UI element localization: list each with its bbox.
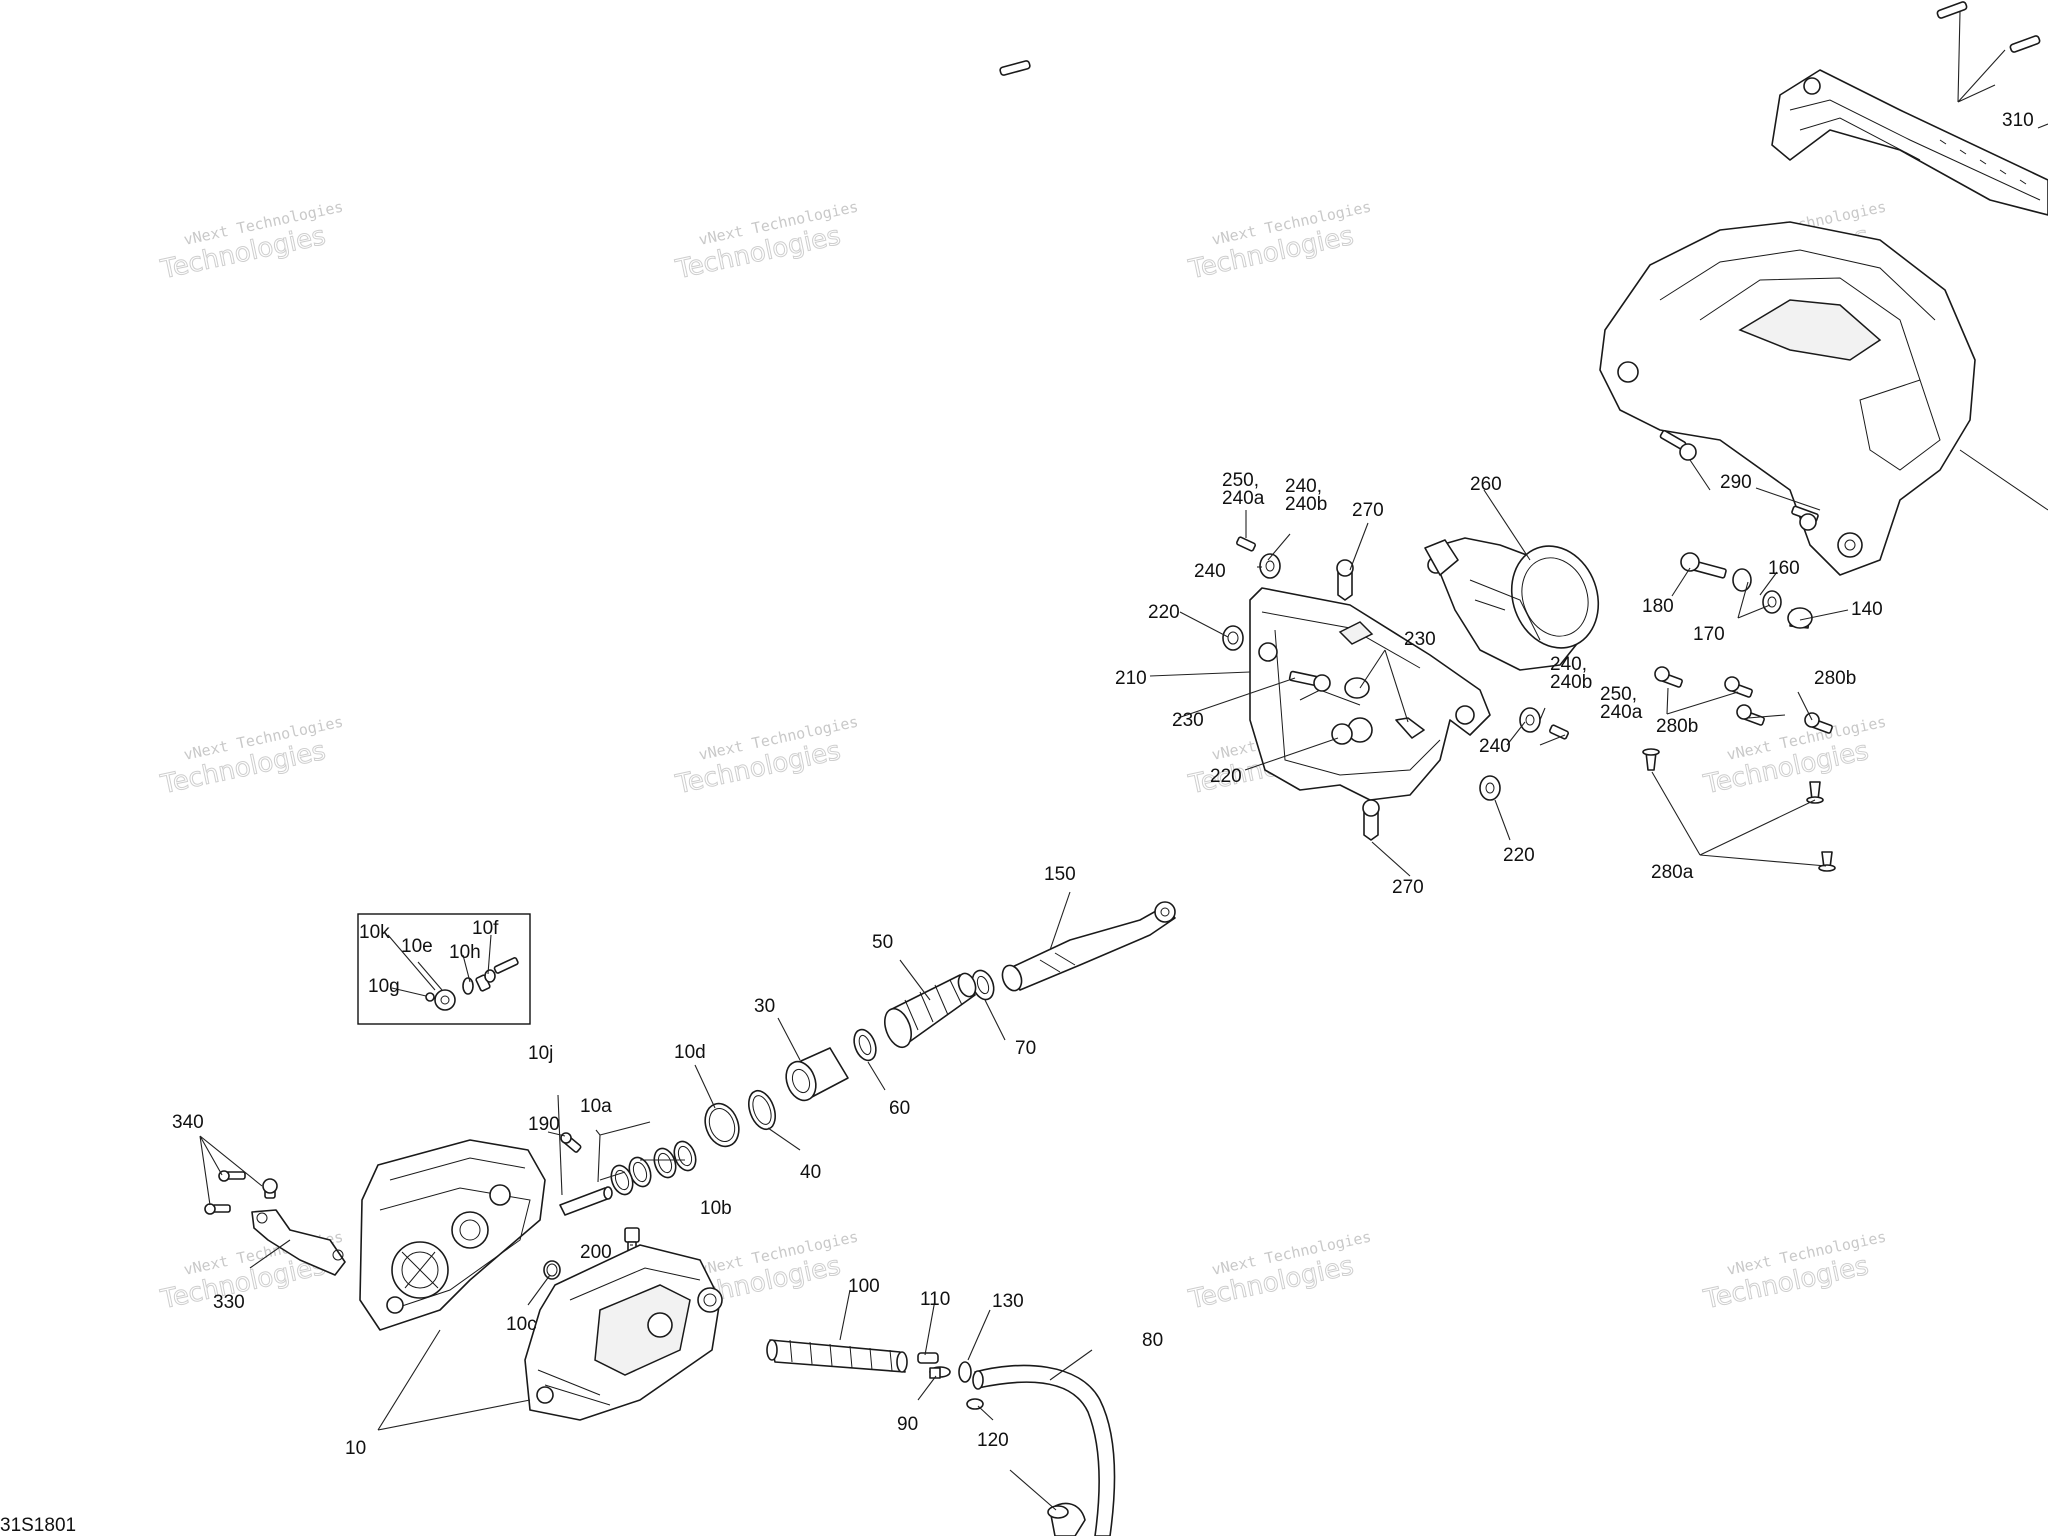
callout-60: 60 (889, 1098, 910, 1119)
callout-240-240b-line2: 240b (1285, 494, 1327, 515)
callout-90: 90 (897, 1414, 918, 1435)
part-130-clamp (958, 1361, 972, 1383)
callout-100: 100 (848, 1276, 880, 1297)
part-nozzle-260 (1424, 537, 1600, 671)
callout-10e: 10e (401, 936, 433, 957)
part-340-screws (204, 1170, 278, 1215)
part-10a-10b-o-rings (610, 1140, 697, 1196)
screw-290 (1659, 429, 1819, 531)
part-10d-o-ring (704, 1102, 740, 1148)
callout-80: 80 (1142, 1330, 1163, 1351)
detail-parts (425, 957, 519, 1011)
callout-290: 290 (1720, 472, 1752, 493)
watermark: vNext Technologies Technologies (672, 198, 860, 286)
part-310-bumper (1771, 69, 2048, 216)
callout-120: 120 (977, 1430, 1009, 1451)
callout-250-240a-line1: 250, (1222, 470, 1259, 491)
part-30-bushing (785, 1047, 849, 1102)
watermark: vNext Technologies Technologies (672, 713, 860, 801)
leader-lines (199, 11, 2048, 1511)
callout-190: 190 (528, 1114, 560, 1135)
figure-code: 31S1801 (0, 1515, 76, 1536)
screw-310 (999, 1, 2041, 76)
callout-10a: 10a (580, 1096, 612, 1117)
callout-labels: 310 290 140 160 170 180 260 270 240, 240… (0, 110, 2034, 1536)
callout-30: 30 (754, 996, 775, 1017)
callout-180: 180 (1642, 596, 1674, 617)
callout-220-top: 220 (1148, 602, 1180, 623)
callout-230-right: 230 (1404, 629, 1436, 650)
callout-240-240b-line1: 240, (1285, 476, 1322, 497)
callout-230-left: 230 (1172, 710, 1204, 731)
callout-10j: 10j (528, 1043, 553, 1064)
part-40-snap-ring (748, 1089, 776, 1131)
detail-box (357, 913, 531, 1025)
fasteners-140-180 (1680, 552, 1813, 629)
callout-310: 310 (2002, 110, 2034, 131)
callout-260: 260 (1470, 474, 1502, 495)
callout-220-bottom: 220 (1503, 845, 1535, 866)
callout-330: 330 (213, 1292, 245, 1313)
part-50-boot (884, 972, 977, 1049)
callout-10f: 10f (472, 918, 499, 939)
callout-240-left: 240 (1194, 561, 1226, 582)
watermark: vNext Technologies Technologies (157, 713, 345, 801)
callout-140: 140 (1851, 599, 1883, 620)
callout-10h: 10h (449, 942, 481, 963)
callout-110: 110 (920, 1289, 950, 1310)
callout-160: 160 (1768, 558, 1800, 579)
callout-50: 50 (872, 932, 893, 953)
callout-240-240b-2-line2: 240b (1550, 672, 1592, 693)
watermark: vNext Technologies Technologies (1700, 713, 1888, 801)
callout-210: 210 (1115, 668, 1147, 689)
part-60-clamp (853, 1028, 877, 1062)
callout-270-bottom: 270 (1392, 877, 1424, 898)
callout-280a: 280a (1651, 862, 1694, 883)
part-150-rod (1001, 901, 1176, 992)
watermark: vNext Technologies Technologies (1185, 198, 1373, 286)
fasteners-210 (1222, 536, 1569, 841)
part-100-boot (766, 1339, 908, 1373)
callout-10c: 10c (506, 1314, 537, 1335)
callout-280b-left: 280b (1656, 716, 1698, 737)
callout-150: 150 (1044, 864, 1076, 885)
callout-250-240a-2-line1: 250, (1600, 684, 1637, 705)
callout-10k: 10k (359, 922, 390, 943)
callout-220-mid: 220 (1210, 766, 1242, 787)
callout-240-240b-2-line1: 240, (1550, 654, 1587, 675)
callout-200: 200 (580, 1242, 612, 1263)
watermark: vNext Technologies Technologies (1185, 1228, 1373, 1316)
parts-drawing (204, 1, 2048, 1536)
callout-170: 170 (1693, 624, 1725, 645)
part-10c-o-ring (543, 1260, 561, 1280)
watermark: vNext Technologies Technologies (1700, 1228, 1888, 1316)
callout-280b-right: 280b (1814, 668, 1856, 689)
callout-10: 10 (345, 1438, 366, 1459)
callout-250-240a-line2: 240a (1222, 488, 1265, 509)
callout-130: 130 (992, 1291, 1024, 1312)
callout-10d: 10d (674, 1042, 706, 1063)
part-10j-shaft (559, 1186, 613, 1216)
part-housing-290 (1599, 221, 2048, 576)
callout-250-240a-2-line2: 240a (1600, 702, 1643, 723)
part-330-linkage (251, 1209, 346, 1276)
callout-340: 340 (172, 1112, 204, 1133)
callout-40: 40 (800, 1162, 821, 1183)
part-80-hose (972, 1364, 1116, 1536)
watermark: vNext Technologies Technologies (157, 198, 345, 286)
part-10-gearbox-upper (359, 1139, 546, 1331)
callout-270-top: 270 (1352, 500, 1384, 521)
callout-10g: 10g (368, 976, 400, 997)
part-bracket-210 (1249, 587, 1491, 801)
part-90-110-clamps (917, 1352, 951, 1379)
callout-10b: 10b (700, 1198, 732, 1219)
callout-240-right: 240 (1479, 736, 1511, 757)
part-120-clamp (966, 1398, 1069, 1519)
part-10-gearbox-lower (524, 1244, 723, 1421)
callout-70: 70 (1015, 1038, 1036, 1059)
